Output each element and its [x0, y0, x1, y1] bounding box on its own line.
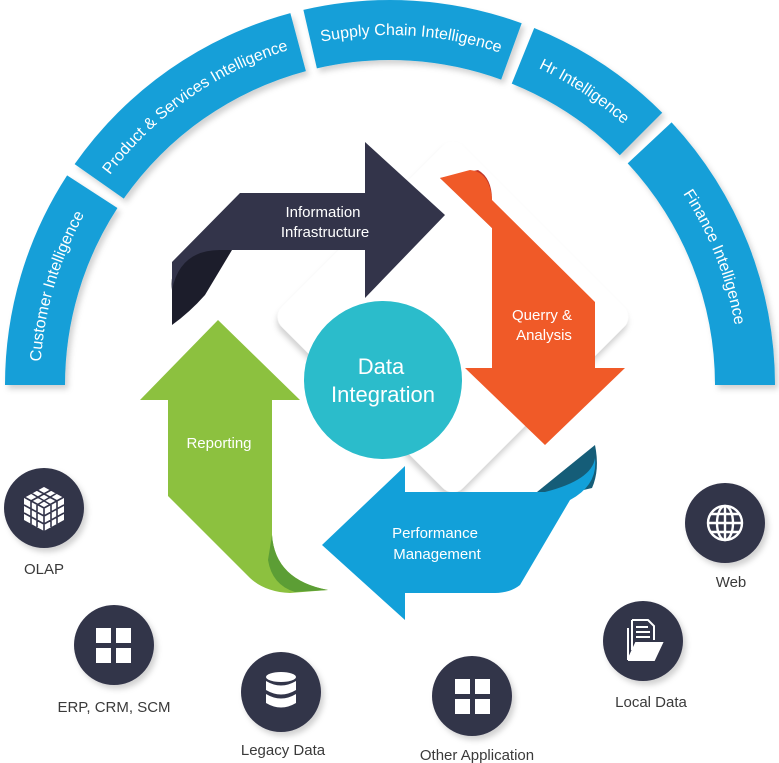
arrow-reporting[interactable]: Reporting — [140, 320, 328, 593]
source-label: Local Data — [615, 694, 687, 711]
source-label: Other Application — [420, 747, 534, 763]
source-circle — [603, 601, 683, 681]
source-label: OLAP — [24, 561, 64, 578]
arrow-label-line1: Information — [285, 204, 360, 221]
folder-document-icon — [627, 619, 664, 661]
arrow-performance-management[interactable]: Performance Management — [322, 445, 597, 620]
arrow-label-line2: Management — [393, 546, 481, 563]
arrow-label: Reporting — [186, 435, 251, 452]
source-circle — [432, 656, 512, 736]
source-label: Legacy Data — [241, 742, 326, 759]
cube-icon — [23, 485, 65, 531]
center-label-line2: Integration — [331, 382, 435, 407]
source-label: ERP, CRM, SCM — [57, 699, 170, 716]
data-source-other-application[interactable]: Other Application — [420, 656, 534, 763]
center-circle — [304, 301, 462, 459]
grid-icon — [455, 679, 490, 714]
arrow-fold — [268, 535, 328, 592]
database-icon — [266, 672, 296, 708]
arrow-information-infrastructure[interactable]: Information Infrastructure — [171, 142, 445, 325]
arrow-body — [140, 320, 328, 593]
arrow-label-line1: Querry & — [512, 307, 572, 324]
data-source-local-data[interactable]: Local Data — [603, 601, 688, 711]
arc-segment[interactable] — [5, 175, 118, 385]
arrow-label-line1: Performance — [392, 525, 478, 542]
arc-segment[interactable] — [74, 13, 306, 199]
source-circle — [74, 605, 154, 685]
arrow-body — [322, 458, 596, 620]
arrow-fold — [171, 250, 232, 325]
arc-segment[interactable] — [511, 28, 663, 156]
arc-segment[interactable] — [627, 122, 775, 385]
data-source-erp-crm-scm[interactable]: ERP, CRM, SCM — [57, 605, 171, 716]
arrow-query-analysis[interactable]: Querry & Analysis — [440, 170, 625, 445]
arc-segment[interactable] — [303, 0, 522, 80]
data-source-legacy-data[interactable]: Legacy Data — [241, 652, 326, 759]
globe-icon — [706, 504, 744, 542]
source-label: Web — [716, 574, 747, 591]
arrow-label-line2: Analysis — [516, 327, 572, 344]
center-data-integration: Data Integration — [304, 301, 462, 459]
data-source-web[interactable]: Web — [685, 483, 765, 591]
data-source-olap[interactable]: OLAP — [4, 468, 84, 578]
arrow-label-line2: Infrastructure — [281, 224, 369, 241]
arrow-body — [172, 142, 445, 298]
arrow-body — [440, 170, 625, 445]
grid-icon — [96, 628, 131, 663]
center-label-line1: Data — [358, 354, 405, 379]
